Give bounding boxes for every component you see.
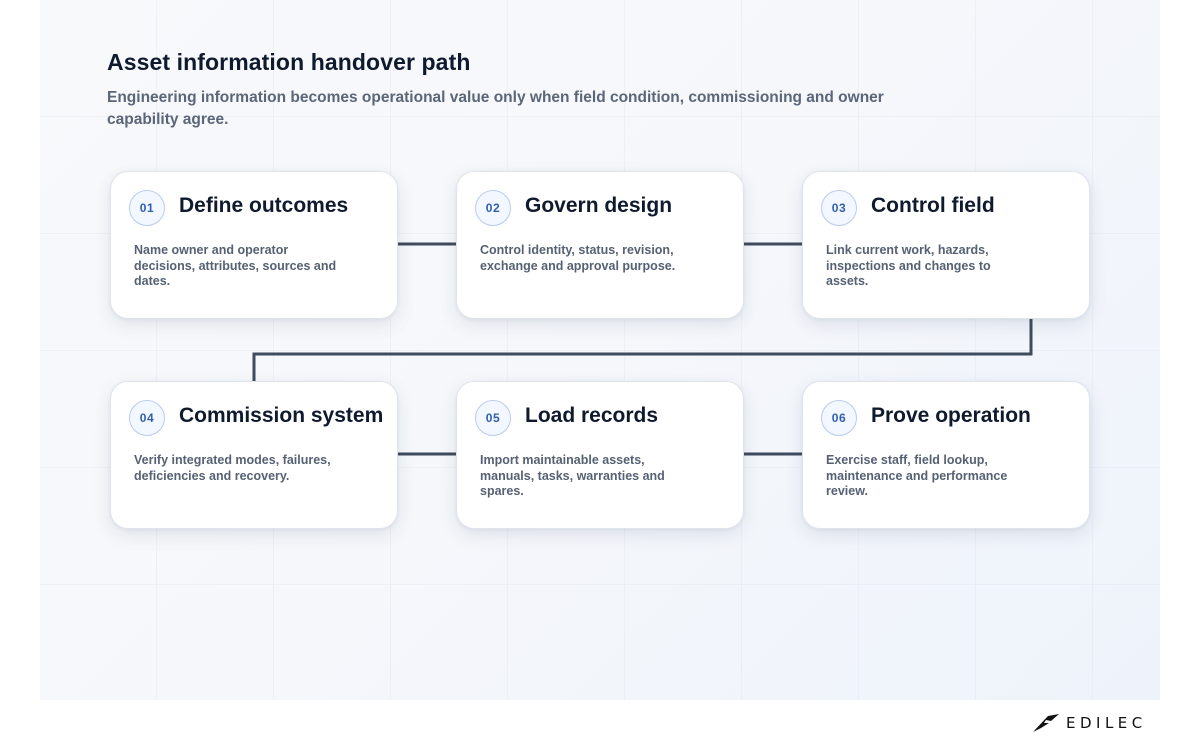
step-number-badge: 06: [821, 400, 857, 436]
step-title: Commission system: [179, 404, 384, 427]
brand-logo: EDILEC: [1032, 711, 1147, 735]
step-description: Exercise staff, field lookup, maintenanc…: [826, 453, 1008, 499]
step-description: Import maintainable assets, manuals, tas…: [480, 453, 665, 499]
step-number-badge: 05: [475, 400, 511, 436]
step-card-1: 01 Define outcomes Name owner and operat…: [110, 171, 398, 319]
step-card-6: 06 Prove operation Exercise staff, field…: [802, 381, 1090, 529]
step-description: Verify integrated modes, failures, defic…: [134, 453, 331, 483]
step-card-2: 02 Govern design Control identity, statu…: [456, 171, 744, 319]
page-title: Asset information handover path: [107, 49, 471, 75]
step-title: Prove operation: [871, 404, 1031, 427]
page-subtitle: Engineering information becomes operatio…: [107, 89, 884, 128]
step-description: Control identity, status, revision, exch…: [480, 243, 676, 273]
step-card-5: 05 Load records Import maintainable asse…: [456, 381, 744, 529]
step-card-4: 04 Commission system Verify integrated m…: [110, 381, 398, 529]
step-card-3: 03 Control field Link current work, haza…: [802, 171, 1090, 319]
step-number-badge: 03: [821, 190, 857, 226]
step-number-badge: 01: [129, 190, 165, 226]
step-title: Define outcomes: [179, 194, 349, 217]
step-title: Load records: [525, 404, 659, 427]
step-title: Govern design: [525, 194, 673, 217]
step-description: Link current work, hazards, inspections …: [826, 243, 991, 289]
brand-name: EDILEC: [1066, 714, 1147, 732]
edilec-bird-icon: [1033, 714, 1059, 732]
step-title: Control field: [871, 194, 995, 217]
step-number-badge: 04: [129, 400, 165, 436]
step-number-badge: 02: [475, 190, 511, 226]
step-description: Name owner and operator decisions, attri…: [134, 243, 337, 289]
